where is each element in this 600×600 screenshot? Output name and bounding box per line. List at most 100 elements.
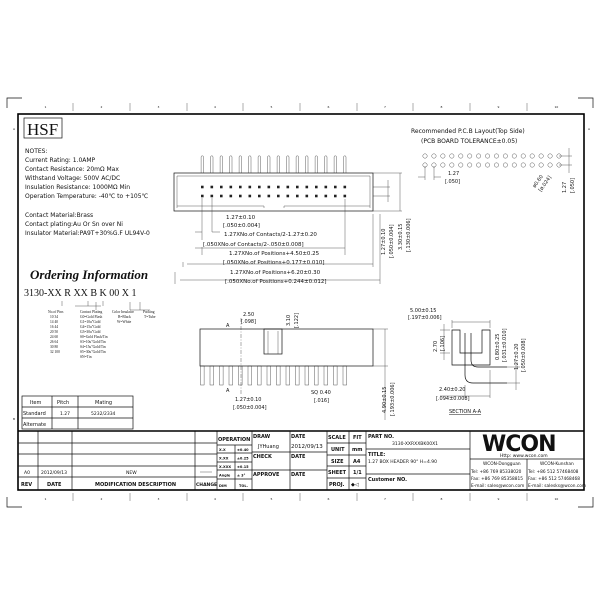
dim: [.122] xyxy=(294,313,300,328)
rev-desc: NEW xyxy=(126,470,137,476)
pcb-hole xyxy=(502,162,508,168)
dim: [.050] xyxy=(445,179,460,185)
contact xyxy=(201,185,204,189)
pcb-hole xyxy=(476,162,481,168)
pcb-hole xyxy=(547,162,553,168)
size-label: SIZE xyxy=(331,459,344,465)
pin xyxy=(238,155,242,173)
column-label: 6 xyxy=(328,105,330,109)
column-label: 9 xyxy=(498,105,500,109)
column-label: 5 xyxy=(271,105,273,109)
contact xyxy=(305,194,309,198)
pin xyxy=(267,155,271,173)
pcb-hole xyxy=(431,153,437,159)
note-line: Operation Temperature: -40℃ to +105℃ xyxy=(25,193,149,200)
check-label: CHECK xyxy=(253,454,273,460)
pin xyxy=(200,365,205,386)
pcb-hole xyxy=(494,153,499,159)
pcb-hole xyxy=(520,153,526,159)
pin xyxy=(343,155,347,173)
dim: [.050±0.004] xyxy=(233,405,267,411)
part-no-value: 3130-XXRXXBK00X1 xyxy=(392,441,438,447)
pin xyxy=(257,155,261,173)
rev-header: REV xyxy=(21,482,32,488)
pin xyxy=(314,155,318,173)
material-line: Contact Material:Brass xyxy=(25,212,93,219)
dim: [.031±0.010] xyxy=(502,328,508,362)
column-label: 3 xyxy=(158,105,160,109)
pcb-hole xyxy=(485,153,490,159)
pcb-hole xyxy=(485,162,490,168)
mating-table: Item Pitch Mating Standard 1.27 5232/233… xyxy=(21,395,134,430)
contact xyxy=(277,185,280,189)
contact xyxy=(343,194,347,198)
pin xyxy=(219,365,224,386)
scale-label: SCALE xyxy=(328,435,346,441)
pin-option: 26 64 xyxy=(50,340,58,344)
office-name: WCON-Kunshan xyxy=(540,461,574,467)
pcb-hole xyxy=(458,153,464,159)
dim: 1.27 xyxy=(448,171,459,177)
contact xyxy=(267,194,271,198)
tol-format: X.X xyxy=(219,448,226,452)
pcb-hole xyxy=(511,153,517,159)
contact xyxy=(267,185,271,189)
contact xyxy=(334,194,337,198)
dim: [.050±0.004] xyxy=(223,223,260,229)
pcb-hole xyxy=(529,153,535,159)
dim: [.050XNo.of Contacts/2-.050±0.008] xyxy=(203,242,304,248)
contact xyxy=(229,185,233,189)
contact xyxy=(239,185,242,189)
plating-option: G0=Gold Flash xyxy=(80,315,102,319)
column-label: 4 xyxy=(214,105,216,109)
column-label: 8 xyxy=(441,497,443,501)
hsf-logo: HSF xyxy=(27,120,58,139)
dim: [.106] xyxy=(440,336,446,351)
pcb-hole xyxy=(494,162,499,168)
pin xyxy=(247,365,252,386)
tol-value: ±0.15 xyxy=(237,465,249,469)
dim: [.197±0.006] xyxy=(408,315,442,321)
pin xyxy=(200,155,204,173)
dim: [.193±0.006] xyxy=(390,382,396,416)
pcb-hole xyxy=(467,162,473,168)
pin-option: 20 50 xyxy=(50,330,58,334)
dim: 2.70 xyxy=(433,341,439,352)
column-label: 4 xyxy=(214,497,216,501)
pin xyxy=(229,155,233,173)
office-fax: Fax: +86 512 57468468 xyxy=(528,476,580,482)
contact xyxy=(210,194,214,198)
office-fax: Fax: +86 769 85358815 xyxy=(471,476,523,482)
office-email: E-mail: salesks@wcon.com xyxy=(528,483,586,489)
section-label: SECTION A-A xyxy=(449,409,482,415)
pin xyxy=(238,365,243,386)
contact xyxy=(305,185,309,189)
dim: 1.27±0.20 xyxy=(514,344,520,370)
customer-label: Customer NO. xyxy=(368,477,407,483)
pcb-hole xyxy=(538,153,544,159)
notes-heading: NOTES: xyxy=(25,148,48,155)
pcb-layout: Recommended P.C.B Layout(Top Side) (PCB … xyxy=(411,128,576,193)
pin xyxy=(210,155,214,173)
dim: 3.30±0.15 xyxy=(398,224,404,250)
contact xyxy=(220,185,223,189)
pin xyxy=(285,365,290,386)
dim: 2.50 xyxy=(243,312,254,318)
office-tel: Tel: +86 769 85338020 xyxy=(470,469,522,475)
column-label: 6 xyxy=(328,497,330,501)
contact xyxy=(286,185,290,189)
pcb-title: Recommended P.C.B Layout(Top Side) xyxy=(411,128,525,135)
dim: [.050] xyxy=(570,178,576,193)
hsf-logo-box xyxy=(23,117,63,139)
plating-option: S4=15u"Gold/Tin xyxy=(80,345,106,349)
pin xyxy=(333,155,337,173)
date-label: DATE xyxy=(291,472,306,478)
unit-value: mm xyxy=(352,447,362,453)
section-mark: A xyxy=(226,388,230,394)
pin xyxy=(333,365,338,386)
pin xyxy=(323,365,328,386)
frame-corners xyxy=(6,97,594,508)
contact xyxy=(324,194,328,198)
column-label: 2 xyxy=(101,105,103,109)
